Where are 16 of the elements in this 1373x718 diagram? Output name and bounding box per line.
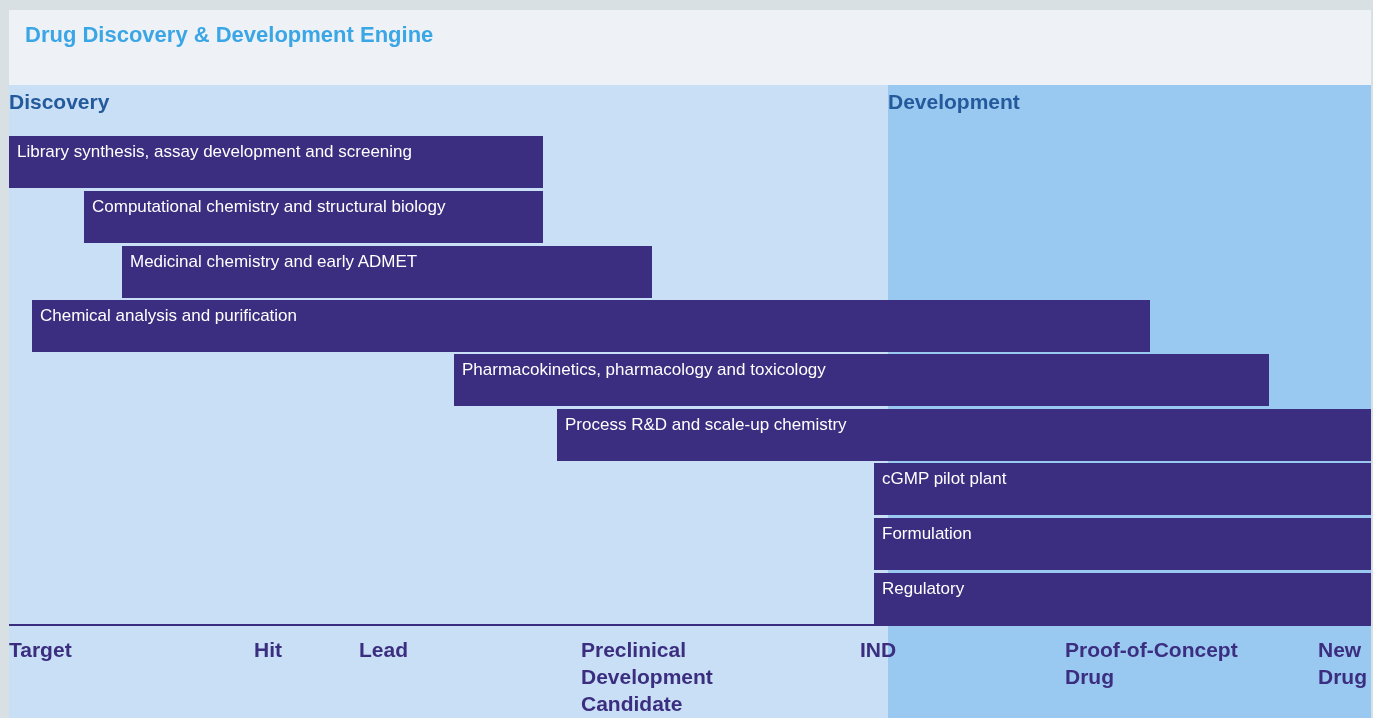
activity-bar: Process R&D and scale-up chemistry bbox=[557, 409, 1371, 461]
milestone-label: IND bbox=[860, 637, 898, 663]
milestone-label: New Drug bbox=[1318, 637, 1368, 690]
activity-bar: Pharmacokinetics, pharmacology and toxicology bbox=[454, 354, 1269, 406]
phase-heading: Development bbox=[888, 90, 1020, 114]
title: Drug Discovery & Development Engine bbox=[25, 22, 434, 48]
milestone-label: Lead bbox=[359, 637, 409, 663]
milestone-label: Proof-of-Concept Drug bbox=[1065, 637, 1239, 690]
milestone-label: Preclinical Development Candidate bbox=[581, 637, 714, 717]
activity-bar: Medicinal chemistry and early ADMET bbox=[122, 246, 652, 298]
phase-heading: Discovery bbox=[9, 90, 110, 114]
activity-bar: Computational chemistry and structural biology bbox=[84, 191, 543, 243]
milestone-label: Target bbox=[9, 637, 73, 663]
activity-bar: Chemical analysis and purification bbox=[32, 300, 1150, 352]
milestone-label: Hit bbox=[254, 637, 283, 663]
activity-bar: Library synthesis, assay development and screening bbox=[9, 136, 543, 188]
